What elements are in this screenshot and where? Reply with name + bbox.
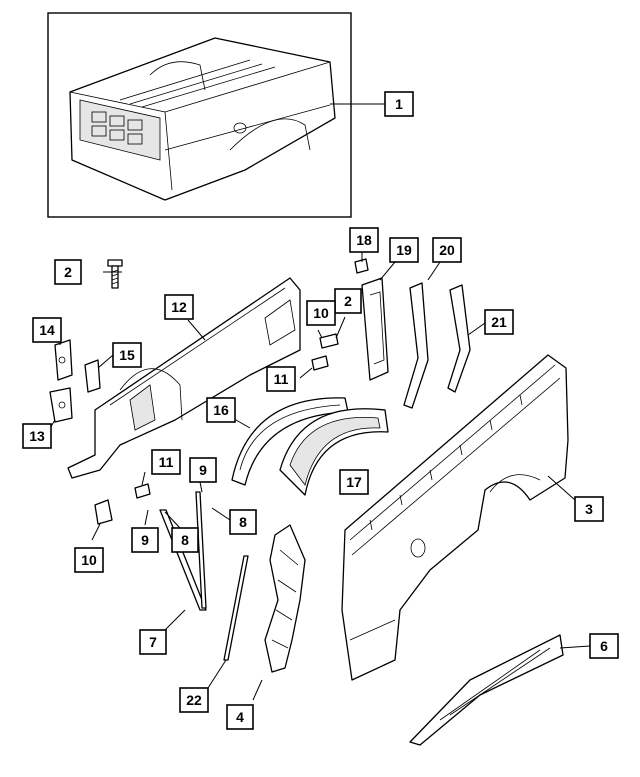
corner-bracket: [361, 277, 471, 409]
svg-text:14: 14: [39, 322, 55, 338]
callout-20: 20: [432, 237, 462, 263]
svg-text:18: 18: [356, 232, 372, 248]
callout-10b: 10: [306, 300, 336, 326]
svg-text:4: 4: [236, 709, 244, 725]
svg-text:10: 10: [313, 305, 329, 321]
pillar-filler: [264, 524, 306, 673]
svg-text:10: 10: [81, 552, 97, 568]
svg-text:11: 11: [274, 371, 289, 387]
svg-text:22: 22: [186, 692, 202, 708]
truck-bed-assembly: [69, 37, 336, 201]
svg-text:12: 12: [171, 299, 187, 315]
svg-text:9: 9: [199, 462, 207, 478]
svg-text:8: 8: [181, 532, 189, 548]
svg-text:11: 11: [159, 454, 174, 470]
wheelhouse-liner: [231, 397, 389, 496]
bracket-part: [49, 339, 101, 423]
svg-text:16: 16: [213, 402, 229, 418]
callout-12: 12: [164, 294, 194, 320]
inset-frame: [47, 12, 352, 218]
svg-text:6: 6: [600, 638, 608, 654]
svg-text:20: 20: [439, 242, 455, 258]
svg-text:9: 9: [141, 532, 149, 548]
callout-11b: 11: [266, 366, 296, 392]
callout-16: 16: [206, 397, 236, 423]
callout-17: 17: [339, 469, 369, 495]
callout-21: 21: [484, 309, 514, 335]
outer-side-panel: [341, 354, 569, 681]
callout-3: 3: [574, 496, 604, 522]
callout-8: 8: [171, 527, 199, 553]
leader-lines: [49, 103, 591, 701]
svg-text:7: 7: [149, 634, 157, 650]
callout-13: 13: [22, 423, 52, 449]
svg-text:2: 2: [64, 264, 72, 280]
svg-text:17: 17: [346, 474, 362, 490]
svg-text:21: 21: [491, 314, 507, 330]
callout-2: 2: [54, 259, 82, 285]
callout-18: 18: [349, 227, 379, 253]
bolt-part: [107, 259, 123, 289]
callout-14: 14: [32, 317, 62, 343]
svg-text:13: 13: [29, 428, 45, 444]
callout-8b: 8: [229, 509, 257, 535]
callout-6: 6: [589, 633, 619, 659]
callout-19: 19: [389, 237, 419, 263]
clip-part: [94, 258, 369, 525]
lower-molding: [409, 634, 564, 746]
callout-9b: 9: [189, 457, 217, 483]
callout-2b: 2: [334, 288, 362, 314]
callout-7: 7: [139, 629, 167, 655]
svg-text:19: 19: [396, 242, 412, 258]
callout-1: 1: [384, 91, 414, 117]
svg-text:15: 15: [119, 347, 135, 363]
svg-text:2: 2: [344, 293, 352, 309]
callout-10: 10: [74, 547, 104, 573]
svg-text:3: 3: [585, 501, 593, 517]
callout-4: 4: [226, 704, 254, 730]
callout-15: 15: [112, 342, 142, 368]
callout-11: 11: [151, 449, 181, 475]
svg-text:8: 8: [239, 514, 247, 530]
callout-9: 9: [131, 527, 159, 553]
callout-22: 22: [179, 687, 209, 713]
inner-side-panel: [67, 277, 301, 479]
svg-text:1: 1: [395, 96, 403, 112]
